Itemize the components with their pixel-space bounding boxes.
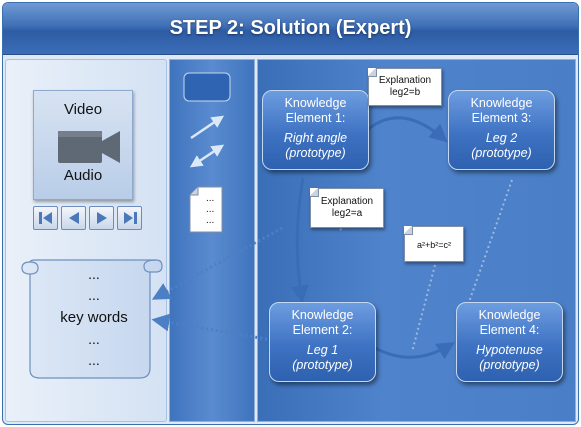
node-3-sub-line-1: Leg 2 [485,131,518,145]
skip-forward-icon [124,212,137,224]
skip-forward-button[interactable] [117,206,142,230]
scroll-line-1: ... [88,266,100,282]
video-camera-icon [58,131,120,163]
media-box[interactable]: Video Audio [33,90,133,200]
dotted-link-formula [411,264,436,353]
skip-back-button[interactable] [33,206,58,230]
node-3-sub-line-2: (prototype) [471,146,532,160]
legend-doc-line-1: ... [206,193,215,204]
node-4-sub-line-2: (prototype) [479,358,540,372]
node-3-name-line-2: Element 3: [471,111,532,125]
node-2-sub-line-1: Leg 1 [306,343,339,357]
note-leg2b-line-1: Explanation [378,75,432,86]
knowledge-element-4[interactable]: Knowledge Element 4: Hypotenuse (prototy… [456,302,563,382]
scroll-line-4: ... [88,331,100,347]
legend-bidirectional-arrow-icon [189,144,225,168]
scroll-line-5: ... [88,352,100,368]
player-controls [33,206,145,232]
dotted-arrow-node1-to-scroll [151,226,283,300]
arrow-node1-to-node2 [290,177,309,304]
node-2-sub-line-2: (prototype) [292,358,353,372]
note-explanation-leg2a[interactable]: Explanation leg2=a [310,188,384,228]
arrow-node1-to-node3 [363,116,448,143]
scroll-keywords: key words [60,309,128,326]
play-icon [97,212,107,224]
audio-label: Audio [63,167,103,184]
note-leg2a-line-2: leg2=a [331,208,363,219]
node-2-name-line-1: Knowledge [291,308,354,322]
skip-back-icon [39,212,52,224]
node-2-name-line-2: Element 2: [292,323,353,337]
slide-title: STEP 2: Solution (Expert) [3,3,578,55]
note-leg2a-line-1: Explanation [320,196,374,207]
legend-doc-line-3: ... [206,215,215,226]
legend-arrow-icon [190,115,225,140]
node-1-sub-line-2: (prototype) [285,146,346,160]
rewind-button[interactable] [61,206,86,230]
knowledge-element-2[interactable]: Knowledge Element 2: Leg 1 (prototype) [269,302,376,382]
rewind-icon [69,212,79,224]
note-pythagoras-formula[interactable]: a²+b²=c² [404,226,464,262]
node-1-name-line-2: Element 1: [285,111,346,125]
node-4-name-line-1: Knowledge [478,308,541,322]
node-1-name-line-1: Knowledge [284,96,347,110]
node-4-sub-line-1: Hypotenuse [476,343,543,357]
dotted-link-node3-to-node4 [467,179,513,306]
note-explanation-leg2b[interactable]: Explanation leg2=b [368,68,442,106]
node-4-name-line-2: Element 4: [479,323,540,337]
video-label: Video [63,101,103,118]
play-button[interactable] [89,206,114,230]
note-leg2b-line-2: leg2=b [389,87,421,98]
knowledge-element-3[interactable]: Knowledge Element 3: Leg 2 (prototype) [448,90,555,170]
legend-doc-line-2: ... [206,204,215,215]
knowledge-element-1[interactable]: Knowledge Element 1: Right angle (protot… [262,90,369,170]
legend-node-shape [183,72,231,102]
formula-text: a²+b²=c² [416,240,451,250]
node-1-sub-line-1: Right angle [283,131,348,145]
node-3-name-line-1: Knowledge [470,96,533,110]
dotted-arrow-node2-to-scroll [151,313,273,342]
scroll-line-2: ... [88,287,100,303]
arrow-node2-to-node4 [369,342,456,360]
